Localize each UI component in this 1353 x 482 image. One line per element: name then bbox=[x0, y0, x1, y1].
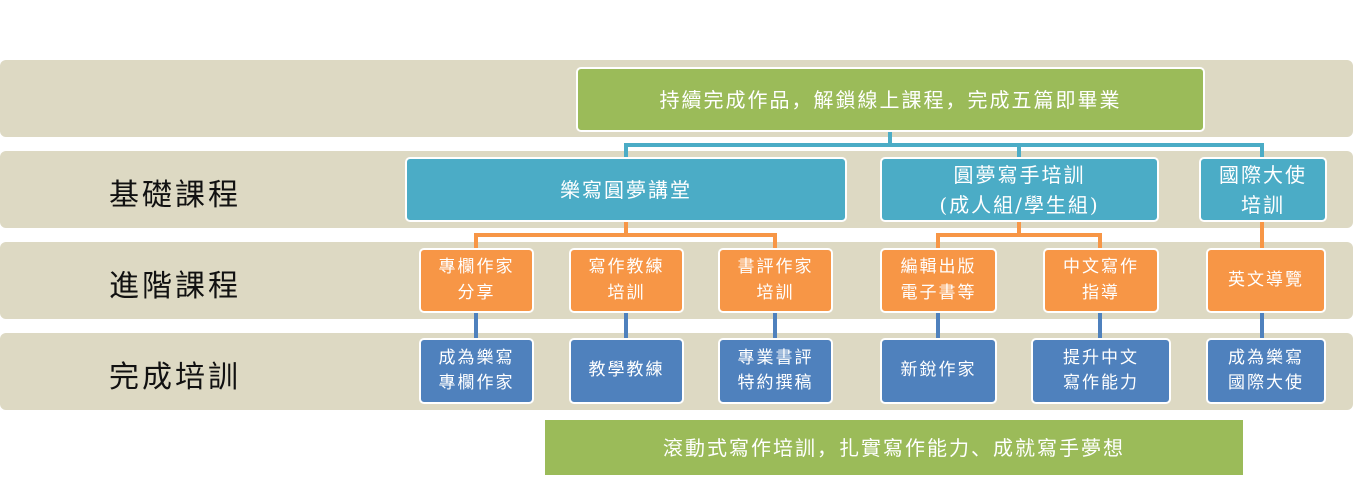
connector bbox=[773, 312, 777, 339]
advanced-course-box: 中文寫作 指導 bbox=[1043, 248, 1159, 313]
outcome-box: 新銳作家 bbox=[880, 338, 997, 404]
connector bbox=[624, 312, 628, 339]
advanced-course-box: 編輯出版 電子書等 bbox=[880, 248, 997, 313]
outcome-box: 提升中文 寫作能力 bbox=[1031, 338, 1171, 404]
top-goal-box: 持續完成作品，解鎖線上課程，完成五篇即畢業 bbox=[576, 67, 1205, 132]
row-label-basic: 基礎課程 bbox=[109, 178, 241, 213]
connector bbox=[1260, 312, 1264, 339]
advanced-course-box: 英文導覽 bbox=[1206, 248, 1326, 313]
basic-course-box: 樂寫圓夢講堂 bbox=[405, 157, 847, 222]
basic-course-box: 圓夢寫手培訓 (成人組/學生組) bbox=[880, 157, 1159, 222]
advanced-course-box: 專欄作家 分享 bbox=[419, 248, 534, 313]
connector bbox=[773, 233, 777, 249]
connector bbox=[936, 233, 940, 249]
row-label-advanced: 進階課程 bbox=[109, 269, 241, 304]
outcome-box: 成為樂寫 專欄作家 bbox=[419, 338, 534, 404]
connector bbox=[474, 312, 478, 339]
outcome-box: 成為樂寫 國際大使 bbox=[1206, 338, 1326, 404]
connector bbox=[474, 233, 777, 237]
connector bbox=[624, 143, 628, 158]
connector bbox=[1017, 221, 1021, 235]
connector bbox=[1098, 312, 1102, 339]
connector bbox=[624, 221, 628, 235]
connector bbox=[1098, 233, 1102, 249]
connector bbox=[1260, 221, 1264, 249]
connector bbox=[936, 312, 940, 339]
connector bbox=[1260, 143, 1264, 158]
advanced-course-box: 書評作家 培訓 bbox=[718, 248, 833, 313]
connector bbox=[624, 143, 1264, 147]
basic-course-box: 國際大使 培訓 bbox=[1199, 157, 1327, 222]
connector bbox=[474, 233, 478, 249]
connector bbox=[888, 131, 892, 147]
connector bbox=[1017, 143, 1021, 158]
bottom-slogan-box: 滾動式寫作培訓，扎實寫作能力、成就寫手夢想 bbox=[545, 420, 1243, 475]
row-label-complete: 完成培訓 bbox=[109, 360, 241, 395]
advanced-course-box: 寫作教練 培訓 bbox=[569, 248, 684, 313]
outcome-box: 專業書評 特約撰稿 bbox=[718, 338, 833, 404]
outcome-box: 教學教練 bbox=[569, 338, 684, 404]
connector bbox=[936, 233, 1102, 237]
